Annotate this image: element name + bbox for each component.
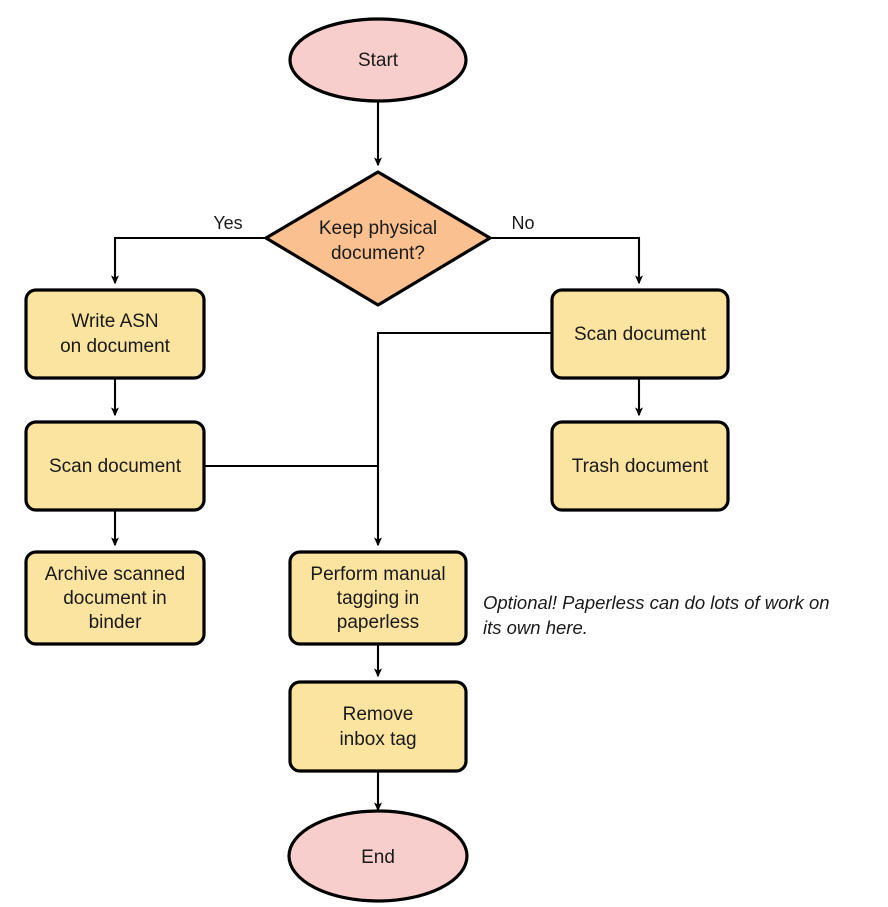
start-ellipse-shape[interactable]: [288, 17, 468, 103]
manual-tagging-label-line1: Perform manual: [310, 564, 445, 585]
manual-tagging-label-line2: tagging in: [337, 588, 419, 609]
scan-document-right-label: Scan document: [574, 324, 707, 345]
end-label: End: [361, 847, 395, 868]
optional-note-line1: Optional! Paperless can do lots of work …: [483, 592, 830, 613]
end-ellipse-shape[interactable]: [287, 809, 469, 903]
node-write-asn-on-document[interactable]: Write ASN on document: [24, 288, 206, 380]
node-trash-document[interactable]: Trash document: [550, 420, 730, 512]
scan-document-right-box-shape[interactable]: [550, 288, 730, 380]
manual-tagging-box-shape[interactable]: [288, 550, 468, 646]
write-asn-label-line1: Write ASN: [71, 311, 158, 332]
node-scan-document-left[interactable]: Scan document: [24, 420, 206, 512]
manual-tagging-label-line3: paperless: [337, 612, 419, 633]
decision-diamond-shape[interactable]: [264, 170, 492, 307]
trash-document-label: Trash document: [572, 456, 709, 477]
remove-inbox-tag-box-shape[interactable]: [288, 680, 468, 773]
edge-label-no: No: [511, 213, 534, 233]
node-perform-manual-tagging[interactable]: Perform manual tagging in paperless: [288, 550, 468, 646]
decision-label-line1: Keep physical: [319, 218, 437, 239]
edge-scan-right-to-manual-tag: [374, 331, 552, 547]
edge-decision-to-write-asn: [111, 236, 266, 285]
remove-inbox-tag-label-line2: inbox tag: [339, 729, 416, 750]
optional-note: Optional! Paperless can do lots of work …: [483, 592, 830, 638]
edge-labels-layer: Yes No: [213, 213, 534, 233]
node-decision-keep-physical-document[interactable]: Keep physical document?: [264, 170, 492, 307]
edge-label-yes: Yes: [213, 213, 242, 233]
node-archive-scanned-document[interactable]: Archive scanned document in binder: [24, 550, 206, 646]
start-label: Start: [358, 50, 399, 71]
node-start[interactable]: Start: [288, 17, 468, 103]
scan-document-left-label: Scan document: [49, 456, 182, 477]
edge-decision-to-scan-right: [490, 236, 643, 285]
archive-label-line2: document in: [63, 588, 167, 609]
archive-box-shape[interactable]: [24, 550, 206, 646]
write-asn-box-shape[interactable]: [24, 288, 206, 380]
archive-label-line3: binder: [89, 612, 142, 633]
node-remove-inbox-tag[interactable]: Remove inbox tag: [288, 680, 468, 773]
remove-inbox-tag-label-line1: Remove: [343, 704, 414, 725]
scan-document-left-box-shape[interactable]: [24, 420, 206, 512]
write-asn-label-line2: on document: [60, 336, 171, 357]
optional-note-line2: its own here.: [483, 617, 588, 638]
node-scan-document-right[interactable]: Scan document: [550, 288, 730, 380]
trash-document-box-shape[interactable]: [550, 420, 730, 512]
archive-label-line1: Archive scanned: [45, 564, 185, 585]
edges-layer: [111, 101, 643, 812]
decision-label-line2: document?: [331, 243, 425, 264]
node-end[interactable]: End: [287, 809, 469, 903]
